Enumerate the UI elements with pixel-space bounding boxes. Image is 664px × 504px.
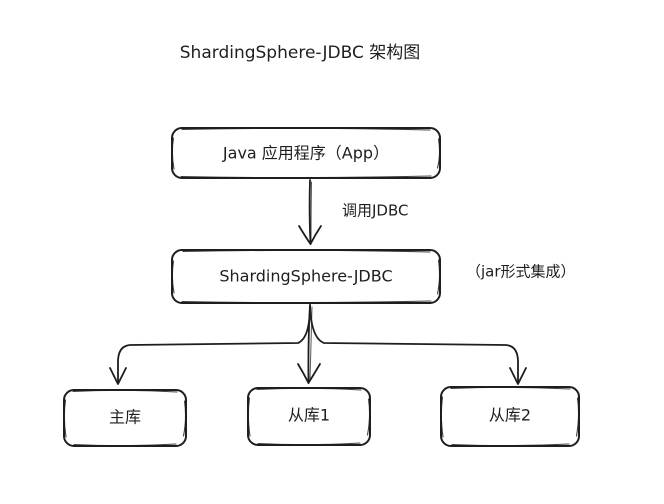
slave2-node-label: 从库2 xyxy=(489,406,531,425)
edge-app-to-jdbc xyxy=(298,179,322,245)
jdbc-node: ShardingSphere-JDBC xyxy=(171,249,441,304)
edge-jdbc-to-slave1 xyxy=(297,304,321,384)
integration-note: （jar形式集成） xyxy=(466,263,576,281)
edge-call-label: 调用JDBC xyxy=(342,202,408,220)
diagram-title: ShardingSphere-JDBC 架构图 xyxy=(180,43,420,63)
slave2-node: 从库2 xyxy=(440,386,580,447)
master-node: 主库 xyxy=(63,389,187,447)
master-node-label: 主库 xyxy=(109,408,141,427)
slave1-node: 从库1 xyxy=(247,387,371,446)
slave1-node-label: 从库1 xyxy=(288,406,330,425)
edge-jdbc-to-master xyxy=(109,304,311,385)
jdbc-node-label: ShardingSphere-JDBC xyxy=(219,267,392,286)
edge-jdbc-to-slave2 xyxy=(309,304,527,385)
app-node: Java 应用程序（App） xyxy=(171,127,441,179)
app-node-label: Java 应用程序（App） xyxy=(222,144,389,163)
